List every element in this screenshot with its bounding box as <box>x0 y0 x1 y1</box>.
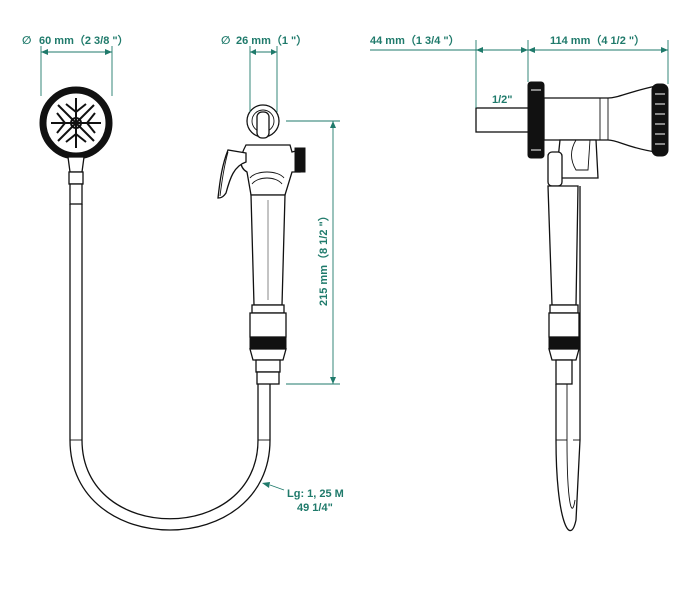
trigger-lever <box>217 149 247 199</box>
hose-outer <box>69 204 271 531</box>
hose-collar <box>69 183 83 205</box>
side-grip-ring <box>548 336 580 350</box>
side-hose-inner <box>566 384 576 509</box>
valve-side-view <box>475 81 669 532</box>
height-label: 215 mm（8 1/2 "） <box>317 210 330 306</box>
holder-hook <box>547 151 563 187</box>
hose-inner <box>81 204 259 520</box>
gun-head-body <box>240 144 301 196</box>
side-hose-collar <box>555 359 573 385</box>
hose-length-imperial: 49 1/4" <box>297 502 333 514</box>
head-connector <box>68 171 84 185</box>
hose-collar-mid <box>256 371 280 385</box>
thread-length-label: 44 mm（1 3/4 "） <box>370 34 460 47</box>
spray-pattern-icon <box>51 98 101 148</box>
head-diameter-label: 60 mm（2 3/8 "） <box>39 34 129 47</box>
head-neck <box>67 156 85 173</box>
side-grip-base <box>548 312 580 338</box>
head-diameter-symbol: ∅ <box>22 35 31 47</box>
knob-grip-icon <box>655 93 665 145</box>
grip-ring-1 <box>251 304 285 314</box>
mounting-nut <box>527 81 545 159</box>
thread-size-label: 1/2" <box>492 94 513 106</box>
grip-base <box>249 312 287 338</box>
grip-cone <box>249 348 287 361</box>
spray-gun-side-view <box>217 104 306 385</box>
outlet-cap <box>294 147 306 173</box>
hose-connector-mid <box>255 359 281 373</box>
valve-knob <box>651 83 669 157</box>
grip-ring-2 <box>249 336 287 350</box>
dimension-labels: ∅ 60 mm（2 3/8 "） ∅ 26 mm（1 "） 215 mm（8 1… <box>22 34 645 514</box>
side-hose-outer <box>555 186 581 532</box>
side-handle-grip <box>547 185 579 306</box>
nozzle-diameter-symbol: ∅ <box>221 35 230 47</box>
nozzle-neck <box>256 111 270 139</box>
valve-length-label: 114 mm（4 1/2 "） <box>550 34 645 47</box>
hose-length-metric: Lg: 1, 25 M <box>287 488 344 500</box>
dimension-lines <box>40 40 669 491</box>
spray-head-front-view <box>39 86 271 531</box>
nozzle-diameter-label: 26 mm（1 "） <box>236 34 307 47</box>
threaded-inlet <box>475 107 533 133</box>
